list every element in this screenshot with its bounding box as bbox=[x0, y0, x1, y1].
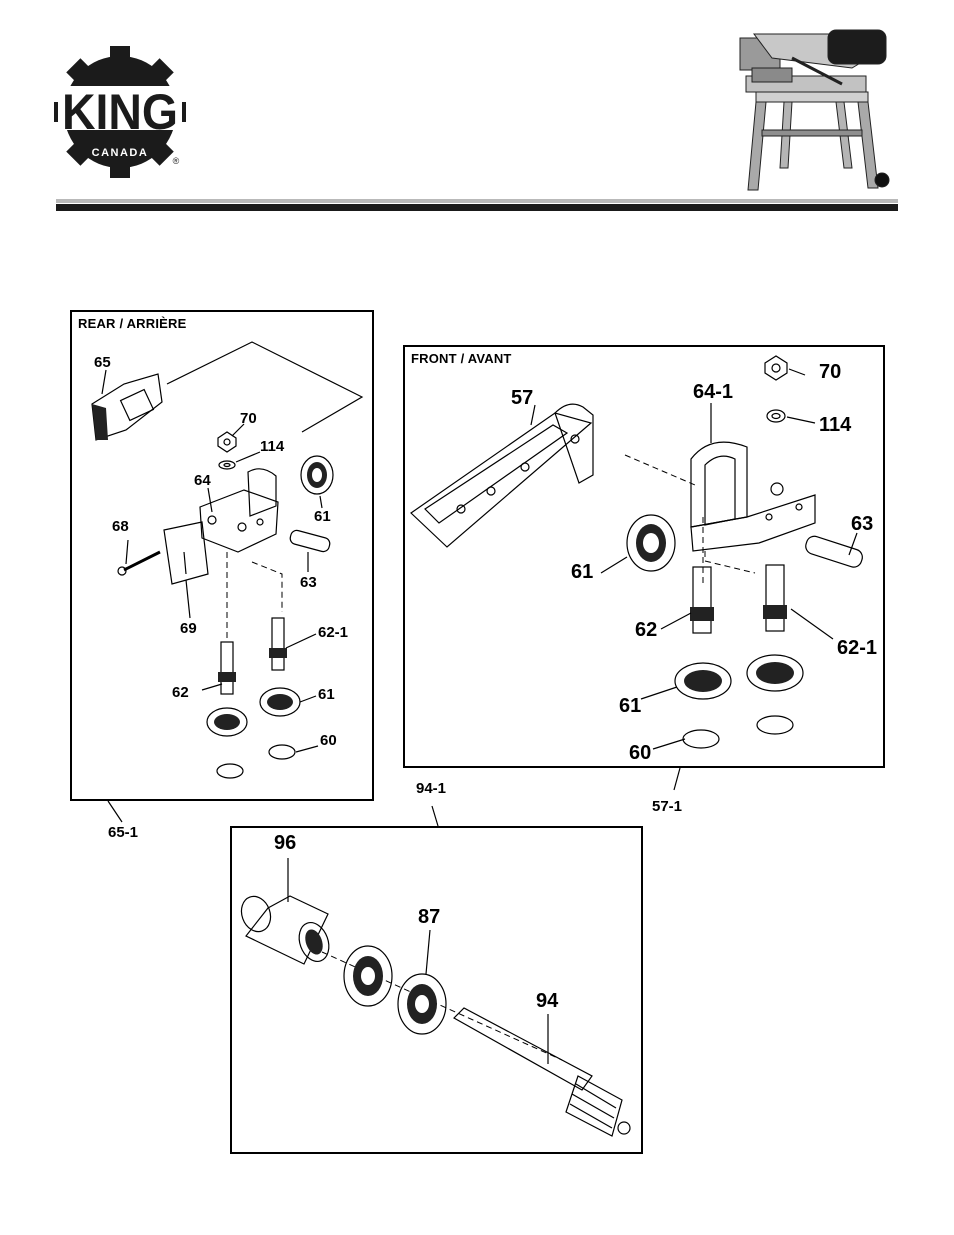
front-callout-64-1: 64-1 bbox=[693, 381, 733, 404]
part-94-shaft-icon bbox=[454, 1008, 630, 1136]
front-assembly-drawing bbox=[405, 347, 887, 770]
front-callout-70: 70 bbox=[819, 361, 841, 384]
part-61-lower-bearing-icon bbox=[675, 663, 731, 699]
part-87-bearing-2-icon bbox=[398, 974, 446, 1034]
part-60-ring-icon bbox=[683, 730, 719, 748]
front-callout-60: 60 bbox=[629, 742, 651, 765]
part-63-pin-icon bbox=[804, 534, 865, 569]
shaft-callout-87: 87 bbox=[418, 906, 440, 929]
shaft-callout-94: 94 bbox=[536, 990, 558, 1013]
shaft-assembly-ref: 94-1 bbox=[416, 780, 446, 797]
part-57-rail-icon bbox=[411, 404, 593, 547]
shaft-assembly-panel: 96 87 94 bbox=[230, 826, 643, 1154]
part-60-ring-2-icon bbox=[757, 716, 793, 734]
shaft-callout-96: 96 bbox=[274, 832, 296, 855]
front-callout-62: 62 bbox=[635, 619, 657, 642]
front-callout-63: 63 bbox=[851, 513, 873, 536]
part-62-shaft-icon bbox=[690, 567, 714, 633]
part-62-1-shaft-icon bbox=[763, 565, 787, 631]
part-61-lower-bearing-2-icon bbox=[747, 655, 803, 691]
part-70-nut-icon bbox=[765, 356, 787, 380]
front-assembly-panel: FRONT / AVANT bbox=[403, 345, 885, 768]
rear-assembly-ref: 65-1 bbox=[108, 824, 138, 841]
part-114-washer-icon bbox=[767, 410, 785, 422]
front-callout-61-lower: 61 bbox=[619, 695, 641, 718]
front-callout-57: 57 bbox=[511, 387, 533, 410]
part-64-1-bracket-icon bbox=[691, 442, 815, 551]
part-61-bearing-icon bbox=[627, 515, 675, 571]
front-callout-62-1: 62-1 bbox=[837, 637, 877, 660]
part-87-bearing-icon bbox=[344, 946, 392, 1006]
front-assembly-ref: 57-1 bbox=[652, 798, 682, 815]
part-96-sleeve-icon bbox=[237, 892, 334, 965]
front-callout-114: 114 bbox=[819, 414, 851, 437]
front-callout-61-upper: 61 bbox=[571, 561, 593, 584]
shaft-assembly-drawing bbox=[232, 828, 645, 1156]
